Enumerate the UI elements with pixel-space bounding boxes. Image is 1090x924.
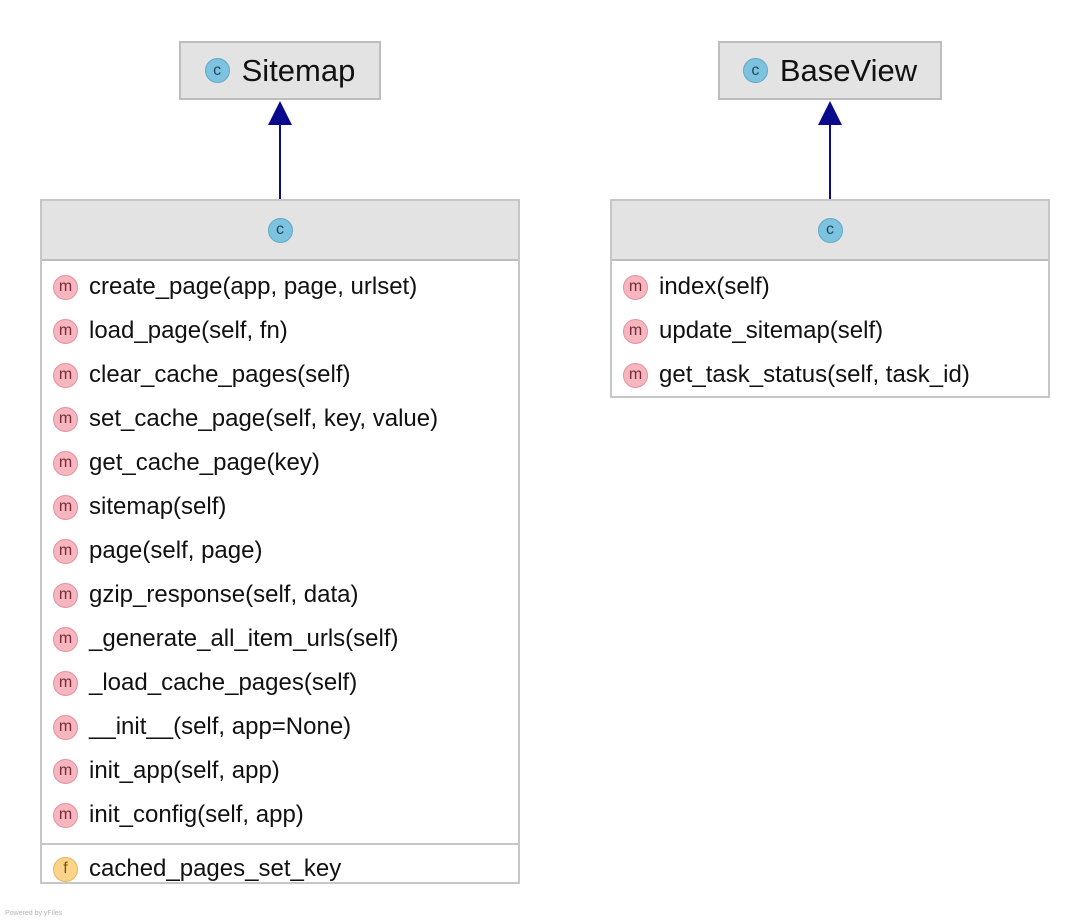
method-label: update_sitemap(self) [659,317,884,344]
method-label: set_cache_page(self, key, value) [89,405,439,432]
method-icon: m [623,274,648,300]
field-row[interactable]: f cached_pages_set_key [42,847,518,891]
method-row[interactable]: m page(self, page) [42,529,518,573]
method-label: index(self) [659,273,770,300]
method-icon: m [53,406,78,432]
class-icon: c [267,217,293,243]
method-row[interactable]: m _generate_all_item_urls(self) [42,617,518,661]
method-icon: m [53,450,78,476]
method-row[interactable]: m update_sitemap(self) [612,309,1048,353]
method-icon: m [53,714,78,740]
method-icon: m [53,362,78,388]
method-row[interactable]: m _load_cache_pages(self) [42,661,518,705]
class-icon: c [742,58,768,83]
method-icon: m [53,626,78,652]
method-label: load_page(self, fn) [89,317,288,344]
method-row[interactable]: m create_page(app, page, urlset) [42,265,518,309]
method-label: clear_cache_pages(self) [89,361,351,388]
method-label: _generate_all_item_urls(self) [89,625,399,652]
method-row[interactable]: m sitemap(self) [42,485,518,529]
class-node-baseview[interactable]: c BaseView [718,41,942,100]
method-label: sitemap(self) [89,493,227,520]
method-icon: m [53,494,78,520]
method-label: get_cache_page(key) [89,449,320,476]
method-row[interactable]: m index(self) [612,265,1048,309]
method-label: init_config(self, app) [89,801,304,828]
class-header-right: c [612,201,1048,261]
field-list: f cached_pages_set_key [42,845,518,891]
method-row[interactable]: m set_cache_page(self, key, value) [42,397,518,441]
method-label: page(self, page) [89,537,263,564]
field-icon: f [53,856,78,882]
method-label: get_task_status(self, task_id) [659,361,970,388]
method-list: m create_page(app, page, urlset) m load_pag… [42,261,518,843]
class-node-sitemap[interactable]: c Sitemap [179,41,381,100]
method-row[interactable]: m clear_cache_pages(self) [42,353,518,397]
method-row[interactable]: m load_page(self, fn) [42,309,518,353]
method-label: gzip_response(self, data) [89,581,359,608]
class-name-sitemap: Sitemap [241,52,356,88]
method-icon: m [53,582,78,608]
inheritance-arrowhead-sitemap [268,101,292,125]
footer-credit: Powered by yFiles [5,910,63,917]
class-node-left[interactable]: c m create_page(app, page, urlset) m load_p… [40,199,520,884]
method-label: create_page(app, page, urlset) [89,273,418,300]
class-icon: c [817,217,843,243]
method-icon: m [53,758,78,784]
method-row[interactable]: m get_cache_page(key) [42,441,518,485]
method-label: __init__(self, app=None) [89,713,352,740]
inheritance-arrowhead-baseview [818,101,842,125]
method-row[interactable]: m __init__(self, app=None) [42,705,518,749]
method-row[interactable]: m init_config(self, app) [42,793,518,837]
method-icon: m [53,802,78,828]
method-icon: m [623,362,648,388]
field-label: cached_pages_set_key [89,855,342,882]
method-icon: m [53,538,78,564]
member-divider [42,843,518,845]
method-icon: m [623,318,648,344]
method-icon: m [53,274,78,300]
method-icon: m [53,318,78,344]
method-label: init_app(self, app) [89,757,280,784]
class-header-left: c [42,201,518,261]
class-name-baseview: BaseView [779,52,918,88]
method-row[interactable]: m init_app(self, app) [42,749,518,793]
method-row[interactable]: m gzip_response(self, data) [42,573,518,617]
method-row[interactable]: m get_task_status(self, task_id) [612,353,1048,397]
method-icon: m [53,670,78,696]
method-label: _load_cache_pages(self) [89,669,358,696]
class-icon: c [204,58,230,83]
